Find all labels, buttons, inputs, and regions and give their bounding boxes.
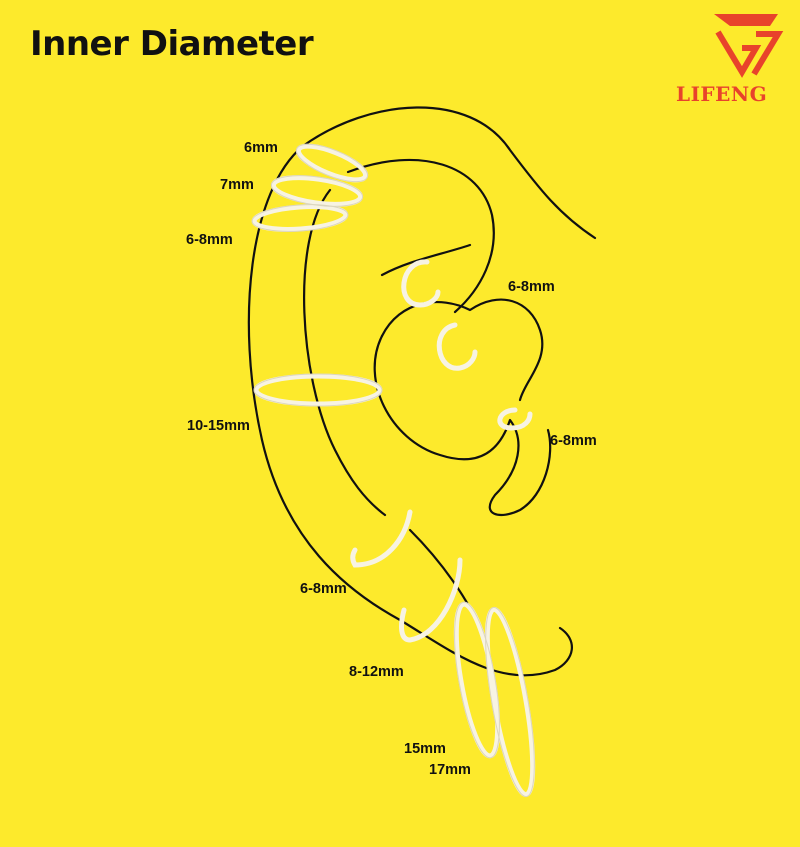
label-lobe-17mm: 17mm [429, 762, 471, 778]
ear-antihelix [348, 160, 494, 312]
hoop-daith [439, 325, 475, 368]
label-helix-low: 6-8mm [186, 232, 233, 248]
label-tragus: 6-8mm [550, 433, 597, 449]
hoop-rook-6-8mm [404, 262, 438, 305]
label-rook: 6-8mm [508, 279, 555, 295]
hoop-lobe-15mm [448, 601, 506, 758]
hoop-lobe-6-8mm [353, 512, 410, 565]
label-outer-conch: 10-15mm [187, 418, 250, 434]
label-lobe-mid: 8-12mm [349, 664, 404, 680]
ear-inner-helix [304, 190, 385, 515]
label-lobe-upper: 6-8mm [300, 581, 347, 597]
label-helix-top: 6mm [244, 140, 278, 156]
hoop-lobe-17mm [478, 607, 542, 798]
hoop-lobe-8-12mm [402, 560, 460, 640]
ear-conch-upper [382, 300, 542, 400]
ear-outer-helix [249, 146, 572, 675]
label-lobe-15mm: 15mm [404, 741, 446, 757]
hoop-helix-6-8mm [253, 204, 346, 232]
ear-antitragus [410, 530, 485, 640]
hoop-tragus-6-8mm [500, 410, 530, 428]
label-helix-mid: 7mm [220, 177, 254, 193]
